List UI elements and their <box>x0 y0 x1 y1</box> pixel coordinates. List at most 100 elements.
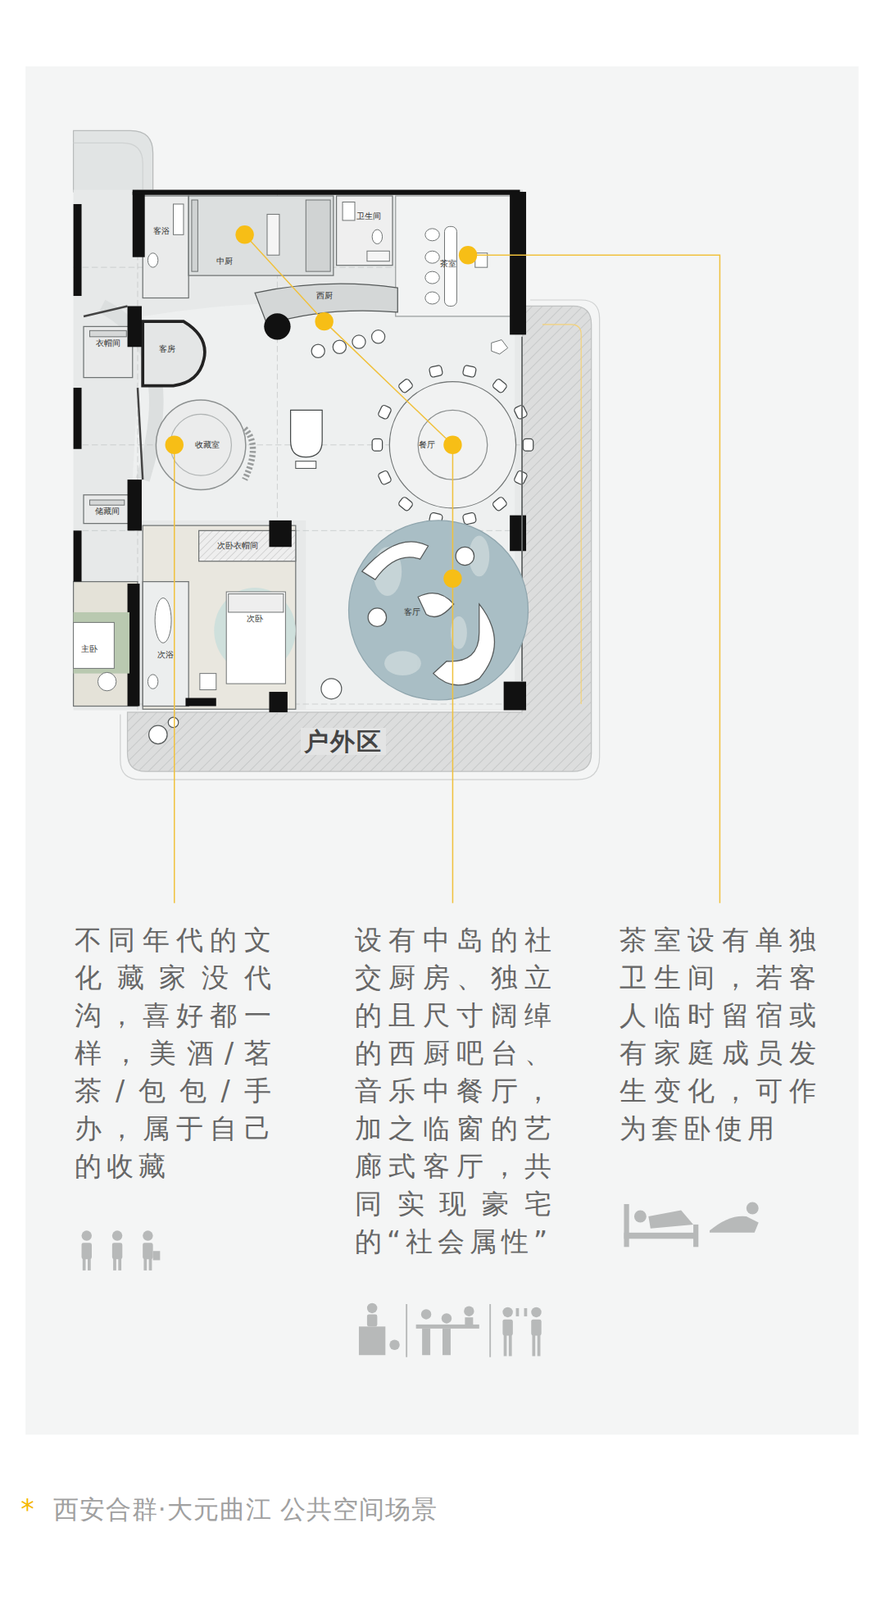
rooms <box>83 494 130 524</box>
rooms <box>188 195 334 276</box>
sofas <box>455 546 474 565</box>
social-icons <box>389 1339 400 1350</box>
social-icons <box>358 1302 542 1357</box>
sofas <box>417 593 454 618</box>
fixtures <box>267 213 280 255</box>
fixtures <box>89 499 124 505</box>
rooms <box>142 581 189 707</box>
walls <box>509 191 527 335</box>
walls <box>127 479 142 531</box>
callout-dots <box>235 225 254 244</box>
social-icons <box>531 1319 541 1336</box>
rooms <box>142 525 296 709</box>
dining-chair <box>428 364 443 377</box>
callout-dots <box>165 435 184 454</box>
sleep-icons <box>623 1201 758 1247</box>
social-icons <box>441 1312 452 1323</box>
walls <box>503 681 527 711</box>
dining-chair <box>513 469 529 486</box>
room-label: 客房 <box>158 344 176 354</box>
leader-lines <box>467 254 720 904</box>
piano <box>290 409 323 457</box>
terrace <box>120 299 600 780</box>
social-icons <box>422 1328 431 1355</box>
sofas <box>367 608 386 627</box>
dining-chair <box>397 377 413 394</box>
people-icons <box>81 1229 92 1240</box>
people-icons <box>112 1242 123 1259</box>
area-label: 户外区 <box>300 727 386 755</box>
leader-lines <box>452 444 454 904</box>
room-label: 西厨 <box>316 290 333 300</box>
room-label: 卫生间 <box>356 211 382 221</box>
guest-room-divider <box>83 305 143 480</box>
social-icons <box>464 1316 473 1326</box>
callout-dots <box>314 312 333 331</box>
fixtures <box>367 250 390 261</box>
sleep-icons <box>648 1209 694 1228</box>
people-icons <box>82 1257 87 1271</box>
column <box>263 313 291 340</box>
room-label: 收藏室 <box>195 440 220 450</box>
piano-bench <box>295 461 317 469</box>
fixtures <box>89 330 127 336</box>
social-icons <box>503 1333 508 1356</box>
leader-lines <box>173 444 175 904</box>
walls <box>185 698 216 707</box>
dining-chair <box>462 364 477 377</box>
leader-lines <box>245 234 454 445</box>
room-label: 茶室 <box>440 258 457 268</box>
dining-chair <box>491 377 508 394</box>
spiral-stair <box>245 428 254 480</box>
walls <box>73 190 527 713</box>
room-label: 次浴 <box>157 649 174 659</box>
social-icons <box>524 1307 528 1317</box>
terrace <box>542 324 581 704</box>
fixtures <box>425 228 440 241</box>
room-label: 储藏间 <box>95 506 120 516</box>
grid-lines <box>73 703 531 704</box>
social-icons <box>531 1333 536 1356</box>
social-icons <box>367 1302 377 1313</box>
walls <box>73 387 82 450</box>
rooms <box>83 326 133 377</box>
bar-stools <box>352 335 366 349</box>
walls <box>509 515 527 552</box>
callout-dots <box>165 225 478 588</box>
fixtures <box>305 199 331 272</box>
callout-dots <box>443 435 462 454</box>
room-label: 客浴 <box>153 226 170 236</box>
callout-dots <box>443 569 462 588</box>
sleep-icons <box>746 1201 759 1214</box>
room-label: 中厨 <box>216 256 233 266</box>
rooms <box>336 195 393 266</box>
social-icons <box>502 1307 513 1317</box>
sofas <box>433 603 495 686</box>
bar-stools <box>332 340 346 354</box>
bedroom-furniture <box>199 673 217 690</box>
dining-chair <box>491 495 508 512</box>
fixtures <box>372 229 382 244</box>
outdoor-chair <box>167 717 178 727</box>
caption: 西安合群·大元曲江 公共空间场景 <box>53 1493 439 1525</box>
living-rug <box>349 520 529 700</box>
bedroom-furniture <box>97 671 116 690</box>
room-label: 次卧 <box>246 613 264 623</box>
room-label: 客厅 <box>403 607 421 617</box>
grid-lines <box>73 190 531 715</box>
sleep-icons <box>623 1232 698 1239</box>
rug-pattern <box>384 650 422 676</box>
dining-chair <box>397 495 413 512</box>
fixtures <box>173 204 184 235</box>
collection-room <box>155 399 246 491</box>
people-icons <box>81 1229 161 1271</box>
walls <box>73 530 82 581</box>
walls <box>132 191 146 258</box>
social-icons <box>502 1319 513 1336</box>
callout-dots <box>458 245 477 264</box>
outdoor-chair <box>149 725 168 744</box>
people-icons <box>142 1229 153 1240</box>
landscape <box>73 130 154 192</box>
dining-chair <box>377 469 393 486</box>
